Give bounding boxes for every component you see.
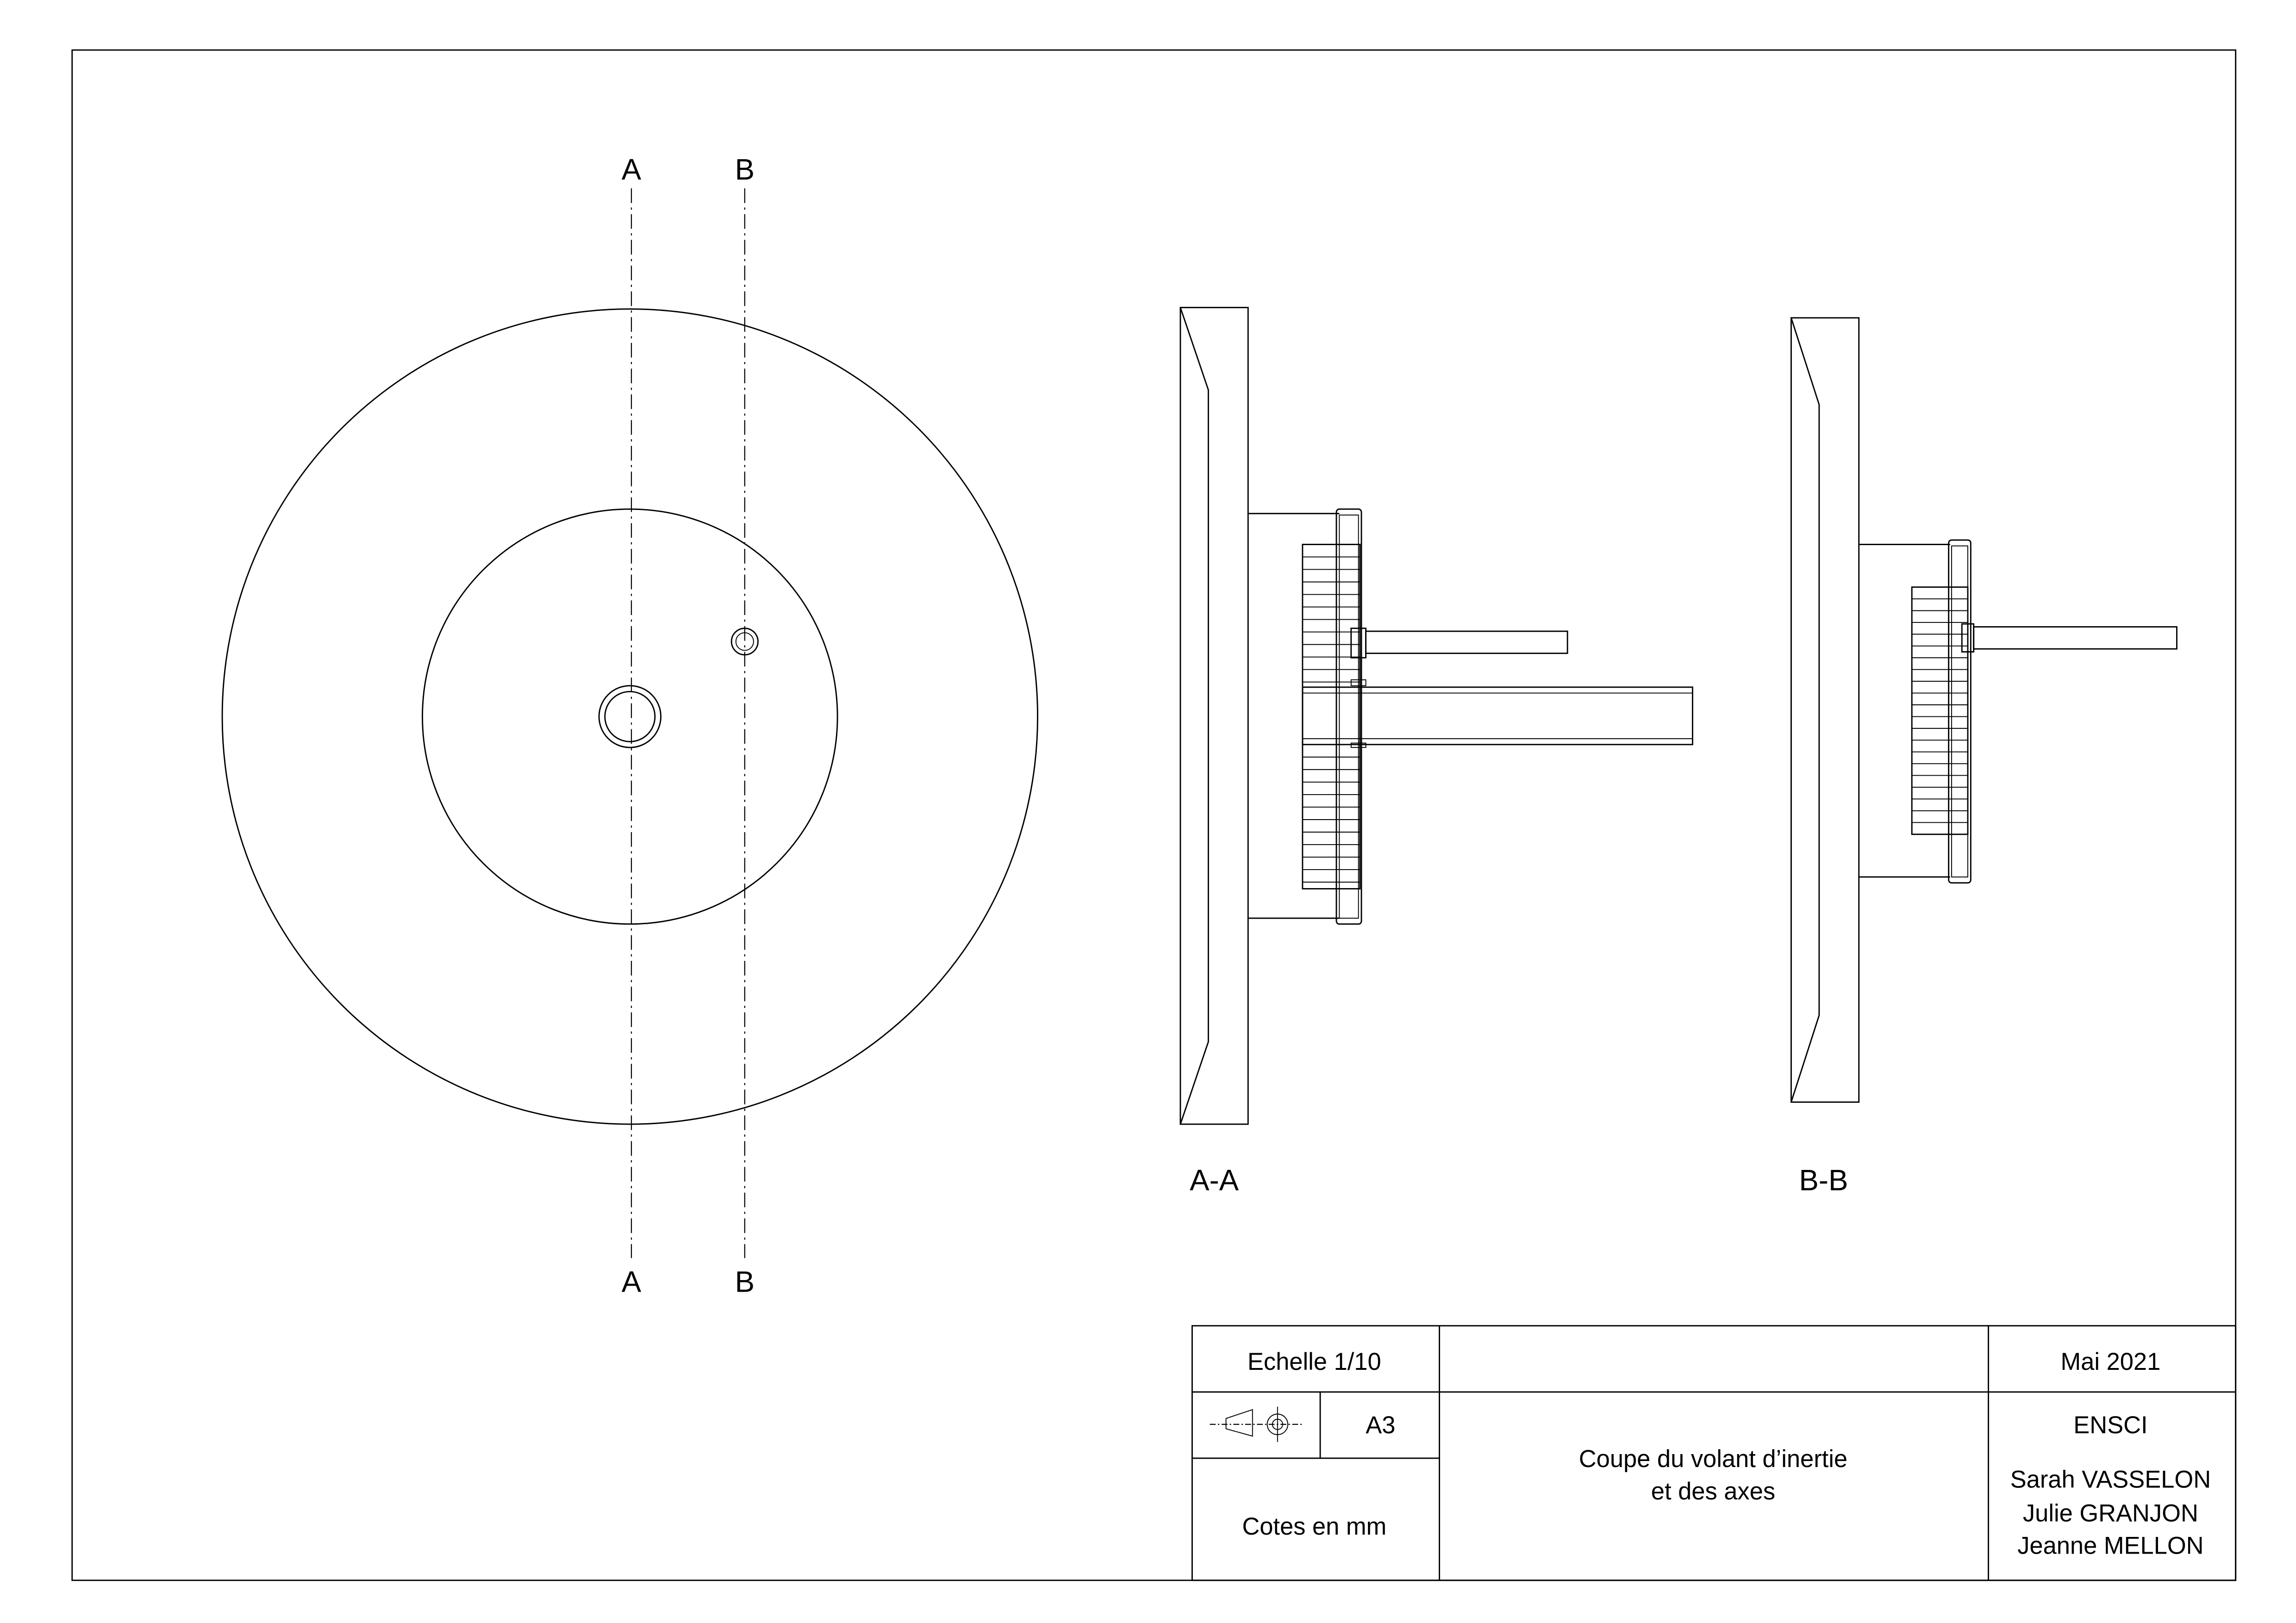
section-marker-b-top: B [735, 153, 755, 186]
rim-chamfer [1791, 317, 1820, 1102]
scale-text: Echelle 1/10 [1248, 1349, 1381, 1375]
gear-section [1911, 586, 1969, 835]
section-marker-a-top: A [622, 153, 642, 186]
author-2: Julie GRANJON [2023, 1500, 2198, 1527]
secondary-axle [1973, 626, 2177, 650]
first-angle-projection-icon [1210, 1406, 1303, 1442]
flywheel-rim-section [1791, 317, 1860, 1103]
gear-section [1302, 543, 1361, 889]
flywheel-rim-section [1179, 307, 1249, 1125]
drawing-frame [71, 49, 2237, 1581]
hub-outer-circle [598, 685, 662, 748]
date-text: Mai 2021 [2060, 1349, 2160, 1375]
section-view-aa: A-A [1179, 307, 1693, 1197]
flange [1335, 508, 1362, 925]
flange [1948, 539, 1972, 884]
drawing-title-line1: Coupe du volant d’inertie [1579, 1446, 1847, 1473]
flywheel-inner-circle [422, 508, 838, 925]
flywheel-outer-circle [221, 308, 1038, 1125]
section-marker-b-bottom: B [735, 1266, 755, 1299]
main-axle [1302, 686, 1693, 746]
hub-inner-circle [604, 690, 656, 742]
secondary-axle [1365, 630, 1568, 654]
section-bb-label: B-B [1799, 1164, 1848, 1197]
format-text: A3 [1366, 1412, 1395, 1439]
section-view-bb: B-B [1791, 317, 2177, 1197]
rim-chamfer [1179, 307, 1209, 1125]
drawing-title-line2: et des axes [1651, 1478, 1775, 1505]
school-text: ENSCI [2073, 1412, 2147, 1439]
author-3: Jeanne MELLON [2017, 1533, 2203, 1560]
units-text: Cotes en mm [1242, 1513, 1386, 1540]
title-block: Echelle 1/10 A3 Cotes en mm Coupe du vol… [1191, 1325, 2237, 1581]
section-marker-a-bottom: A [622, 1266, 642, 1299]
section-aa-label: A-A [1190, 1164, 1239, 1197]
author-1: Sarah VASSELON [2010, 1466, 2211, 1493]
front-view: A B A B [221, 153, 1038, 1299]
